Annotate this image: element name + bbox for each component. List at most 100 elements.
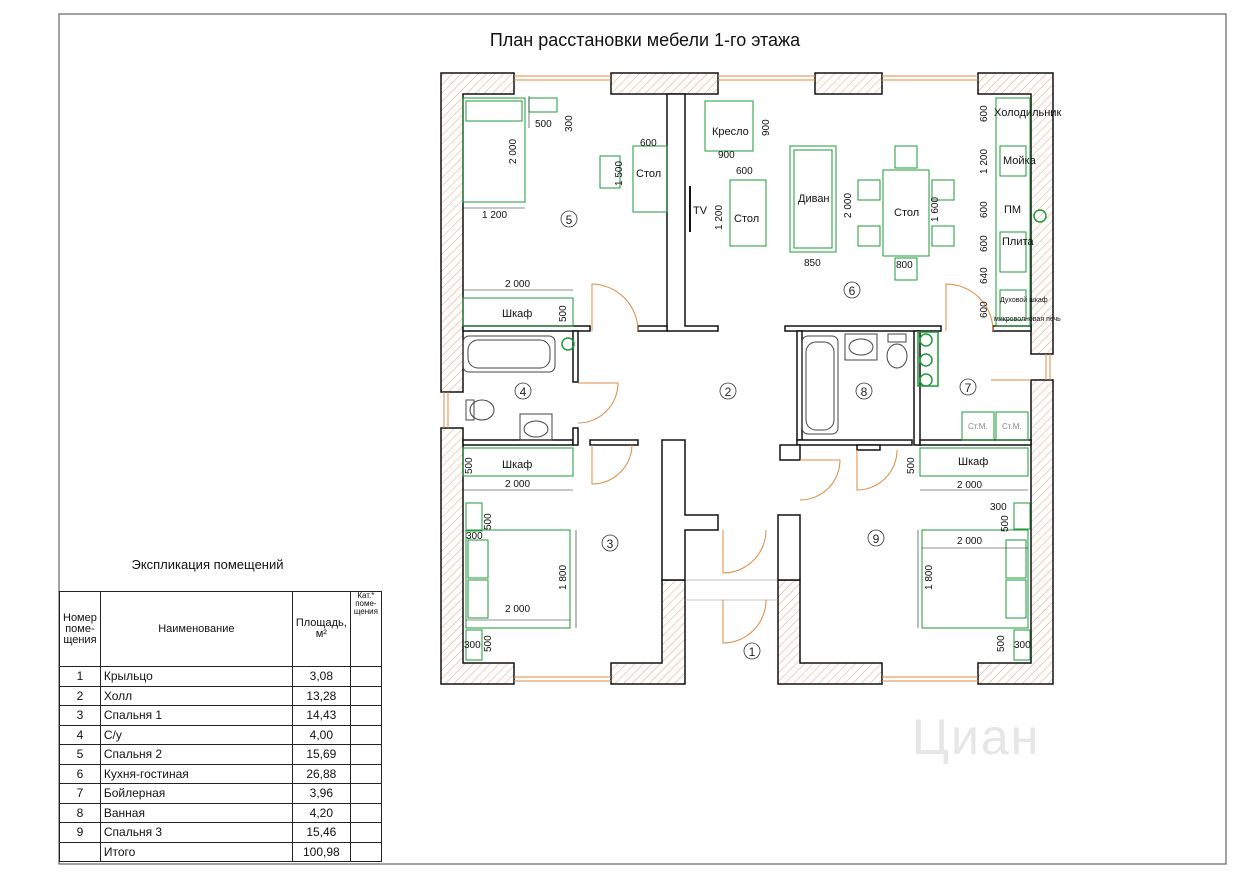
boiler-circles	[561, 209, 1047, 387]
dim-300-r3-a: 300	[466, 531, 483, 542]
row-area: 13,28	[291, 685, 351, 706]
furniture-labels: Стол Шкаф Кресло Стол Диван Стол TV Холо…	[502, 107, 1061, 471]
row-cat	[349, 822, 382, 843]
row-num: 9	[59, 822, 101, 843]
wardrobe-room5	[462, 297, 574, 327]
dim-1500-v: 1 500	[614, 161, 625, 186]
dim-600-k4: 600	[979, 301, 990, 318]
toilet-room8	[886, 343, 908, 369]
outer-walls	[440, 72, 1054, 685]
label-divan: Диван	[798, 193, 830, 205]
total-cat	[349, 841, 382, 862]
plan-title: План расстановки мебели 1-го этажа	[489, 30, 801, 50]
row-cat	[349, 763, 382, 784]
label-stol-dining: Стол	[894, 207, 919, 219]
dim-640-k: 640	[979, 267, 990, 284]
room5-dims	[463, 96, 573, 291]
room-number-circles	[514, 210, 977, 660]
row-name: С/у	[99, 724, 293, 745]
label-pm: ПМ	[1004, 204, 1021, 216]
porch	[685, 579, 778, 601]
sheet-frame	[58, 13, 1227, 865]
room7-fixtures	[961, 411, 1029, 441]
room-number-4: 4	[520, 385, 527, 399]
toilet-room4	[469, 399, 495, 421]
row-name: Кухня-гостиная	[99, 763, 293, 784]
label-stol-room5: Стол	[636, 168, 661, 180]
row-name: Бойлерная	[99, 783, 293, 804]
label-moyka: Мойка	[1003, 155, 1037, 167]
watermark: Циан	[912, 709, 1041, 765]
room9-furniture	[919, 447, 1031, 661]
dim-500-r5: 500	[535, 119, 552, 130]
dim-300-r9-b: 300	[1014, 640, 1031, 651]
row-area: 3,08	[291, 666, 351, 687]
total-name: Итого	[99, 841, 293, 862]
dim-300-r5-v: 300	[564, 115, 575, 132]
dim-300-r9-a: 300	[990, 502, 1007, 513]
windows	[443, 75, 1051, 682]
dim-850: 850	[804, 258, 821, 269]
room-number-5: 5	[566, 213, 573, 227]
row-cat	[349, 783, 382, 804]
row-cat	[349, 685, 382, 706]
dim-500-r9-v3: 500	[996, 635, 1007, 652]
row-num: 6	[59, 763, 101, 784]
total-num	[59, 841, 101, 862]
label-mikrovolnovaya: микроволновая печь	[994, 316, 1061, 323]
explication-header-row: Номер поме-щения Наименование Площадь, м…	[59, 591, 382, 667]
table-room6-left	[729, 179, 767, 247]
bed-room9	[921, 529, 1029, 629]
dim-2000-r6-v: 2 000	[843, 193, 854, 218]
label-tv: TV	[693, 205, 708, 217]
room-number-9: 9	[873, 532, 880, 546]
sink-room4	[519, 413, 553, 441]
interior-walls	[462, 93, 1032, 581]
row-name: Холл	[99, 685, 293, 706]
room-number-1: 1	[749, 645, 756, 659]
sink-room8	[844, 333, 878, 361]
dim-1800-r9-v: 1 800	[924, 565, 935, 590]
row-area: 15,46	[291, 822, 351, 843]
room-numbers: 1 2 3 4 5 6 7 8 9	[520, 213, 972, 659]
armchair	[704, 100, 754, 152]
dim-800: 800	[896, 260, 913, 271]
bathtub-room8	[801, 335, 839, 435]
room-number-8: 8	[861, 385, 868, 399]
dim-1200-k: 1 200	[979, 149, 990, 174]
dim-2000-r3-a: 2 000	[505, 479, 530, 490]
room6-furniture	[704, 97, 1031, 327]
row-cat	[349, 744, 382, 765]
kitchen-row	[995, 97, 1031, 327]
row-area: 14,43	[291, 705, 351, 726]
dim-1200-r5: 1 200	[482, 210, 507, 221]
row-area: 4,20	[291, 802, 351, 823]
dim-2000-r9-b: 2 000	[957, 536, 982, 547]
dim-500-r3-v2: 500	[483, 513, 494, 530]
dim-1600-v: 1 600	[930, 197, 941, 222]
row-num: 2	[59, 685, 101, 706]
room-number-3: 3	[607, 537, 614, 551]
row-name: Ванная	[99, 802, 293, 823]
row-area: 26,88	[291, 763, 351, 784]
bed-room3	[465, 529, 571, 629]
label-stm-1: Ст.М.	[968, 422, 988, 431]
row-area: 4,00	[291, 724, 351, 745]
room9-dims	[917, 489, 1028, 628]
room8-fixtures	[801, 333, 908, 435]
dim-2000-r3-b: 2 000	[505, 604, 530, 615]
row-area: 3,96	[291, 783, 351, 804]
row-name: Спальня 1	[99, 705, 293, 726]
room5-furniture	[462, 97, 668, 327]
header-cat: Кат.* поме-щения	[349, 591, 382, 667]
dining-table	[882, 169, 930, 257]
dimension-labels: 500 1 200 600 2 000 900 600 850 800 2 00…	[464, 119, 1031, 651]
bed-room5	[462, 97, 526, 203]
